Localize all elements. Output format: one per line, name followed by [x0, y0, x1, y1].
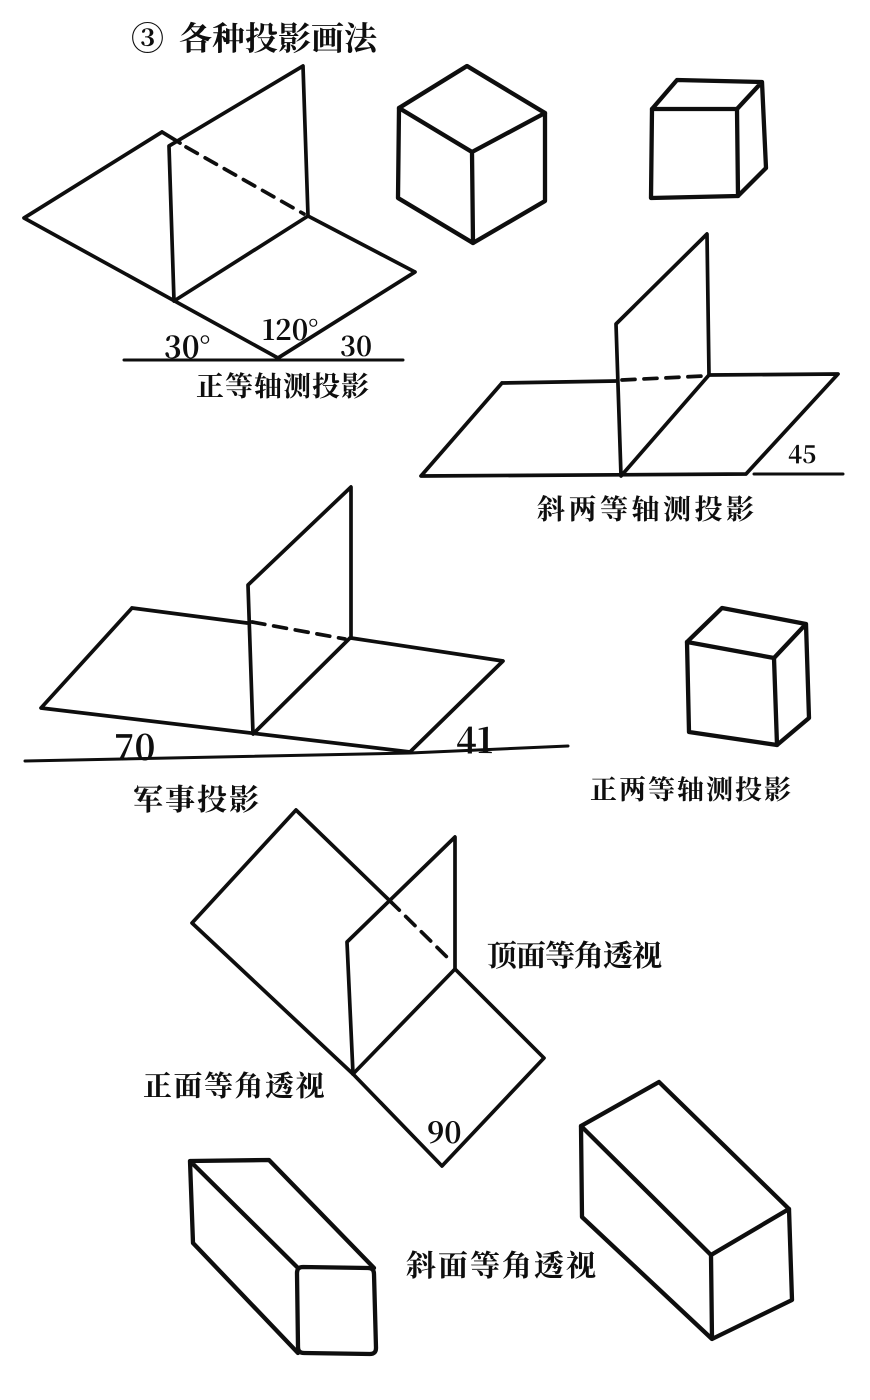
angle-label-90: 90	[428, 1121, 461, 1144]
angle-label-70: 70	[116, 733, 154, 761]
front-plane	[190, 808, 392, 1076]
caption-oblique-face: 斜面等角透视	[406, 1250, 596, 1279]
angle-label-120: 120°	[263, 318, 318, 341]
label-front-face-perspective: 正面等角透视	[143, 1071, 324, 1099]
caption-military: 军事投影	[134, 784, 259, 813]
figure-isometric-axonometric	[22, 64, 417, 362]
ground-plane	[351, 967, 546, 1168]
ground-plane	[39, 606, 505, 754]
hidden-edge	[184, 145, 306, 216]
ground-plane	[22, 130, 417, 360]
vertical-plane	[167, 64, 310, 303]
ground-plane	[419, 372, 840, 478]
vertical-plane	[345, 835, 457, 1076]
caption-dimetric: 正两等轴测投影	[590, 775, 791, 802]
box-receding-edges	[187, 1157, 377, 1356]
figure-bar-box	[187, 1157, 379, 1357]
cube-front-face	[648, 106, 741, 201]
box-side-edges	[578, 1123, 795, 1342]
caption-oblique-dimetric: 斜两等轴测投影	[537, 494, 754, 522]
figure-perspective-planes	[190, 808, 546, 1168]
angle-label-30-left: 30°	[165, 335, 210, 359]
vertical-plane	[614, 232, 711, 478]
box-top-face	[578, 1079, 792, 1258]
figure-cube-isometric	[395, 63, 548, 246]
figure-military-projection	[23, 485, 570, 763]
hidden-edge	[250, 620, 347, 641]
figure-cube-dimetric	[684, 605, 812, 748]
figure-oblique-dimetric	[419, 232, 845, 478]
cube-top-side-edges	[649, 77, 769, 199]
ground-line	[23, 744, 570, 763]
cube-top-side-edges	[684, 605, 812, 748]
cube-front-face	[684, 639, 780, 748]
angle-label-30-right: 30	[341, 335, 371, 357]
box-front-face	[294, 1264, 379, 1357]
vertical-plane	[246, 485, 353, 736]
hidden-edge	[620, 374, 706, 382]
page-title: 各种投影画法	[179, 21, 377, 54]
label-top-face-perspective: 顶面等角透视	[487, 940, 662, 969]
hidden-edge	[388, 899, 454, 964]
angle-label-45: 45	[788, 444, 816, 464]
section-number: ③	[132, 21, 163, 53]
figure-oblique-box	[578, 1079, 795, 1342]
figure-cube-oblique	[648, 77, 769, 201]
cube-inner-edges	[396, 105, 548, 246]
angle-label-41: 41	[457, 726, 492, 754]
caption-isometric: 正等轴测投影	[196, 372, 369, 399]
